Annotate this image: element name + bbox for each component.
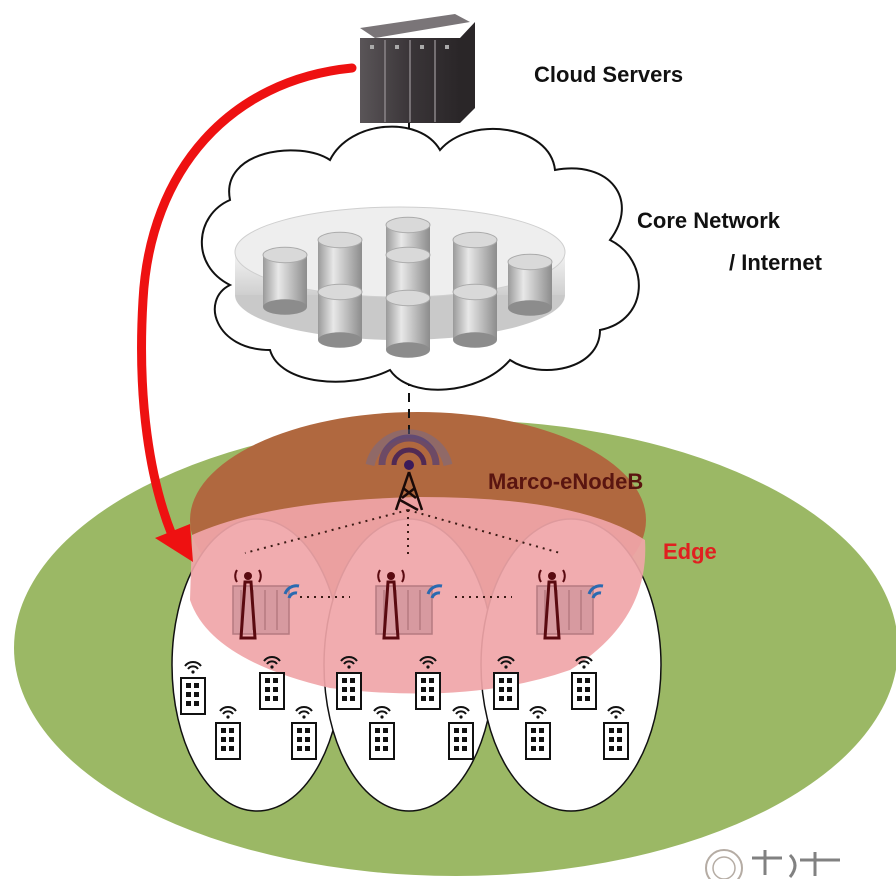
cell-tower-icon — [365, 429, 453, 512]
wifi-device-icon — [493, 656, 519, 710]
database-cylinder-icon — [385, 289, 431, 358]
database-cylinder-icon — [452, 283, 498, 348]
wifi-device-icon — [215, 706, 241, 760]
wifi-device-icon — [369, 706, 395, 760]
edge-label: Edge — [663, 539, 717, 564]
edge-server-ap-icon — [375, 569, 443, 640]
database-cylinder-icon — [317, 283, 363, 348]
offload-arrow — [137, 63, 357, 562]
database-cylinder-icon — [262, 246, 308, 315]
wifi-device-icon — [603, 706, 629, 760]
macro-enodeb-label: Marco-eNodeB — [488, 469, 644, 494]
edge-nodes — [232, 569, 604, 640]
edge-server-ap-icon — [536, 569, 604, 640]
internet-label: / Internet — [729, 250, 822, 275]
wifi-device-icon — [415, 656, 441, 710]
user-devices — [180, 656, 629, 760]
wifi-device-icon — [180, 661, 206, 715]
wifi-device-icon — [259, 656, 285, 710]
university-logo-icon — [705, 849, 840, 879]
wifi-device-icon — [336, 656, 362, 710]
core-network-label: Core Network — [637, 208, 781, 233]
wifi-device-icon — [291, 706, 317, 760]
server-rack-icon — [360, 14, 475, 123]
wifi-device-icon — [448, 706, 474, 760]
edge-server-ap-icon — [232, 569, 300, 640]
tower-links — [244, 509, 561, 598]
wifi-device-icon — [525, 706, 551, 760]
database-cylinders — [262, 216, 553, 358]
database-cylinder-icon — [507, 253, 553, 316]
wifi-device-icon — [571, 656, 597, 710]
cloud-servers-label: Cloud Servers — [534, 62, 684, 87]
